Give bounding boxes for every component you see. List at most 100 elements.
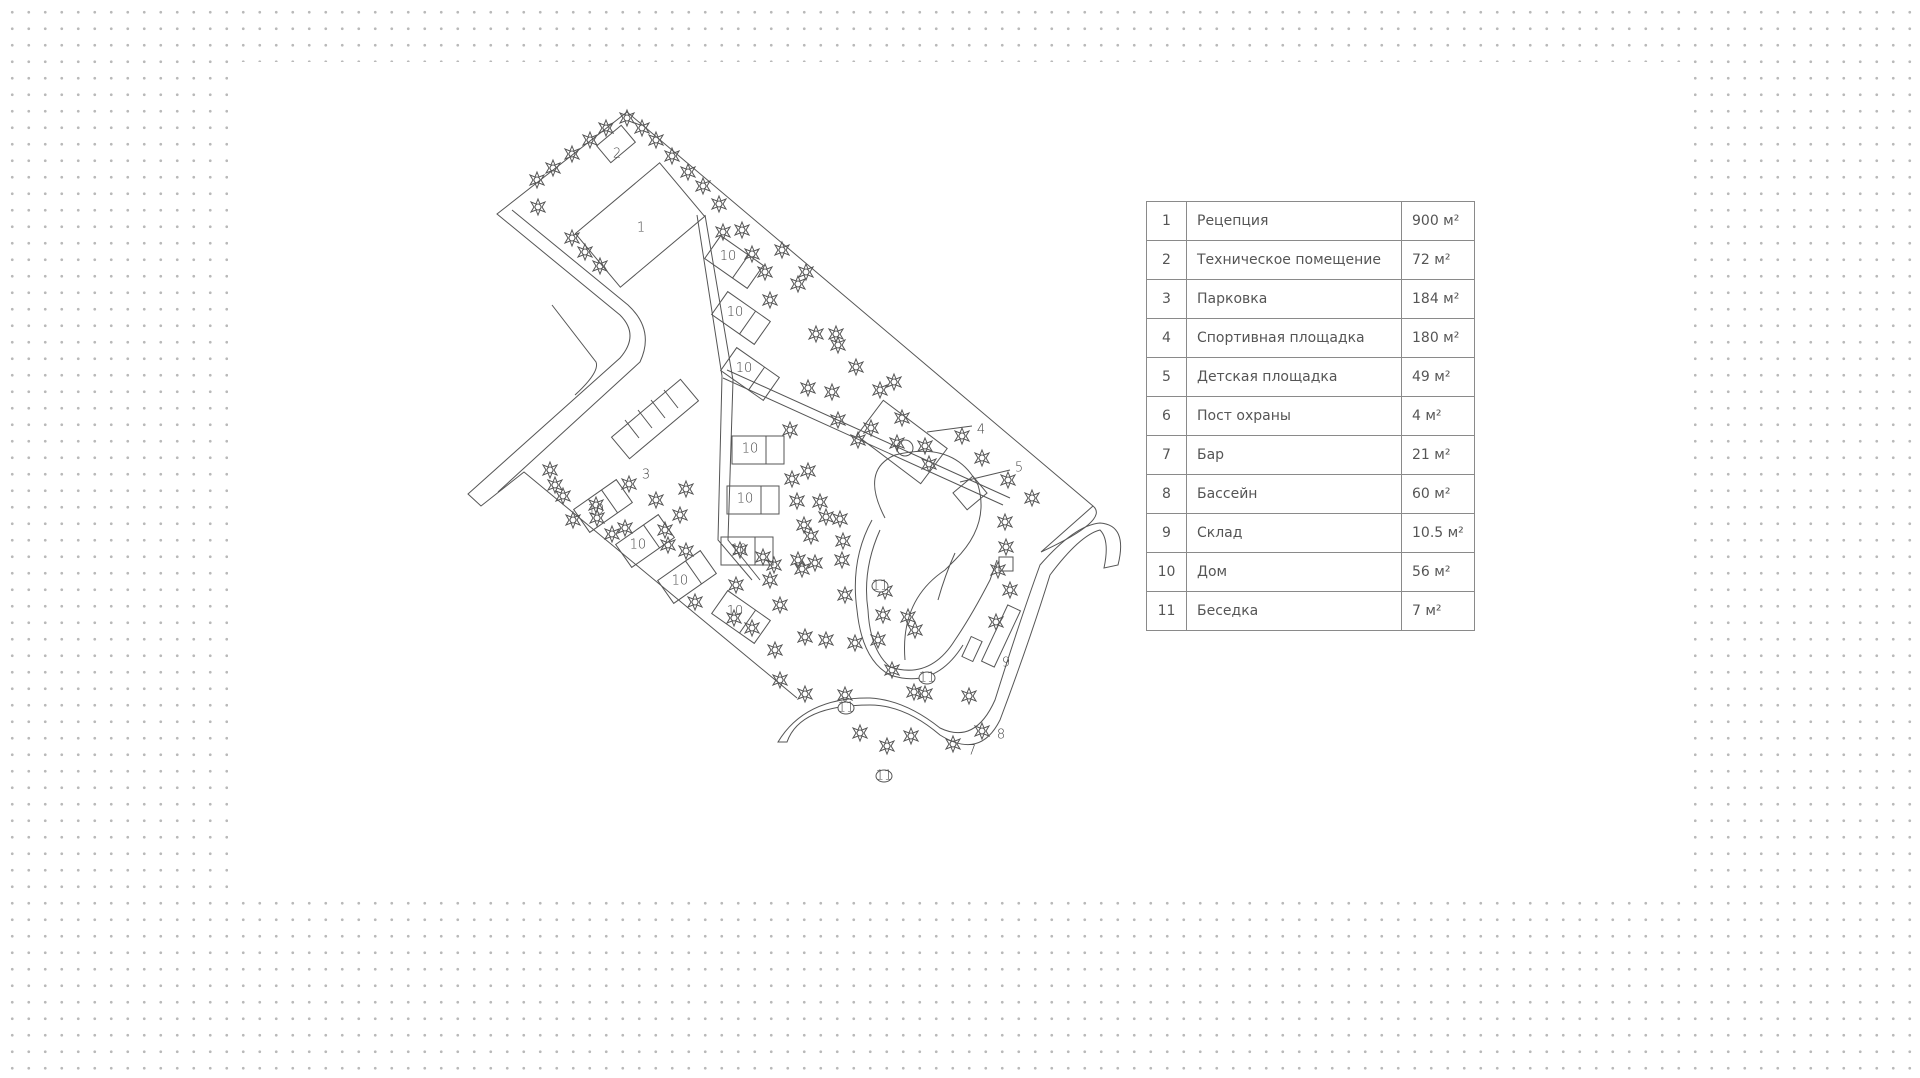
tree-icon <box>848 358 864 376</box>
tree-icon <box>790 275 806 293</box>
tree-icon <box>807 554 823 572</box>
tree-icon <box>812 493 828 511</box>
tree-icon <box>592 257 608 275</box>
tree-icon <box>604 525 620 543</box>
tree-icon <box>530 198 546 216</box>
tree-icon <box>648 131 664 149</box>
legend-area: 60 м² <box>1401 474 1475 514</box>
tree-icon <box>529 171 545 189</box>
legend-name: Склад <box>1186 513 1402 553</box>
trees <box>529 109 1040 755</box>
tree-icon <box>837 586 853 604</box>
legend-area: 56 м² <box>1401 552 1475 592</box>
tree-icon <box>582 131 598 149</box>
label-playground: 5 <box>1015 461 1023 476</box>
tree-icon <box>886 373 902 391</box>
tree-icon <box>711 195 727 213</box>
tree-icon <box>998 538 1014 556</box>
bar-building <box>961 635 983 663</box>
gazebo: 11 <box>871 579 889 594</box>
tree-icon <box>734 221 750 239</box>
tree-icon <box>875 606 891 624</box>
tree-icon <box>782 421 798 439</box>
tree-icon <box>728 576 744 594</box>
label-bar: 7 <box>968 744 976 759</box>
technical-building <box>595 124 637 164</box>
tree-icon <box>872 381 888 399</box>
house: 10 <box>719 346 781 402</box>
legend-number: 11 <box>1146 591 1187 631</box>
tree-icon <box>547 476 563 494</box>
central-avenue <box>696 214 1011 581</box>
legend-area: 21 м² <box>1401 435 1475 475</box>
tree-icon <box>1002 581 1018 599</box>
legend-name: Пост охраны <box>1186 396 1402 436</box>
house: 10 <box>703 234 765 290</box>
tree-icon <box>555 487 571 505</box>
legend-area: 900 м² <box>1401 201 1475 241</box>
tree-icon <box>961 687 977 705</box>
tree-icon <box>672 506 688 524</box>
house-label: 10 <box>727 305 744 320</box>
label-technical: 2 <box>613 147 621 162</box>
legend-number: 3 <box>1146 279 1187 319</box>
tree-icon <box>900 608 916 626</box>
legend-name: Беседка <box>1186 591 1402 631</box>
lower-road <box>777 522 1122 746</box>
tree-icon <box>907 621 923 639</box>
tree-icon <box>798 263 814 281</box>
tree-icon <box>757 263 773 281</box>
legend-name: Спортивная площадка <box>1186 318 1402 358</box>
tree-icon <box>789 492 805 510</box>
pool <box>980 604 1022 668</box>
label-reception: 1 <box>637 221 645 236</box>
legend-number: 6 <box>1146 396 1187 436</box>
tree-icon <box>818 631 834 649</box>
tree-icon <box>1024 489 1040 507</box>
legend-area: 180 м² <box>1401 318 1475 358</box>
tree-icon <box>774 241 790 259</box>
house: 10 <box>710 290 772 346</box>
gazebo: 11 <box>875 769 893 784</box>
legend-number: 7 <box>1146 435 1187 475</box>
label-pool: 8 <box>997 728 1005 743</box>
legend-number: 4 <box>1146 318 1187 358</box>
tree-icon <box>762 571 778 589</box>
tree-icon <box>852 724 868 742</box>
tree-icon <box>945 735 961 753</box>
legend-number: 5 <box>1146 357 1187 397</box>
house: 10 <box>726 485 780 515</box>
tree-icon <box>808 325 824 343</box>
label-storage: 9 <box>1002 656 1010 671</box>
legend-number: 2 <box>1146 240 1187 280</box>
house-label: 10 <box>630 537 647 552</box>
house: 10 <box>614 513 676 569</box>
tree-icon <box>954 427 970 445</box>
tree-icon <box>648 491 664 509</box>
legend-number: 9 <box>1146 513 1187 553</box>
tree-icon <box>577 243 593 261</box>
house-label: 10 <box>737 492 754 507</box>
tree-icon <box>824 383 840 401</box>
tree-icon <box>678 480 694 498</box>
entry-road <box>497 209 646 493</box>
tree-icon <box>818 508 834 526</box>
tree-icon <box>800 379 816 397</box>
house-label: 10 <box>720 249 737 264</box>
legend-name: Рецепция <box>1186 201 1402 241</box>
legend-number: 1 <box>1146 201 1187 241</box>
gazebo-label: 11 <box>876 769 893 784</box>
tree-icon <box>565 511 581 529</box>
tree-icon <box>687 593 703 611</box>
legend-area: 184 м² <box>1401 279 1475 319</box>
gazebo: 11 <box>837 701 855 716</box>
legend-area: 72 м² <box>1401 240 1475 280</box>
tree-icon <box>1000 471 1016 489</box>
tree-icon <box>879 737 895 755</box>
